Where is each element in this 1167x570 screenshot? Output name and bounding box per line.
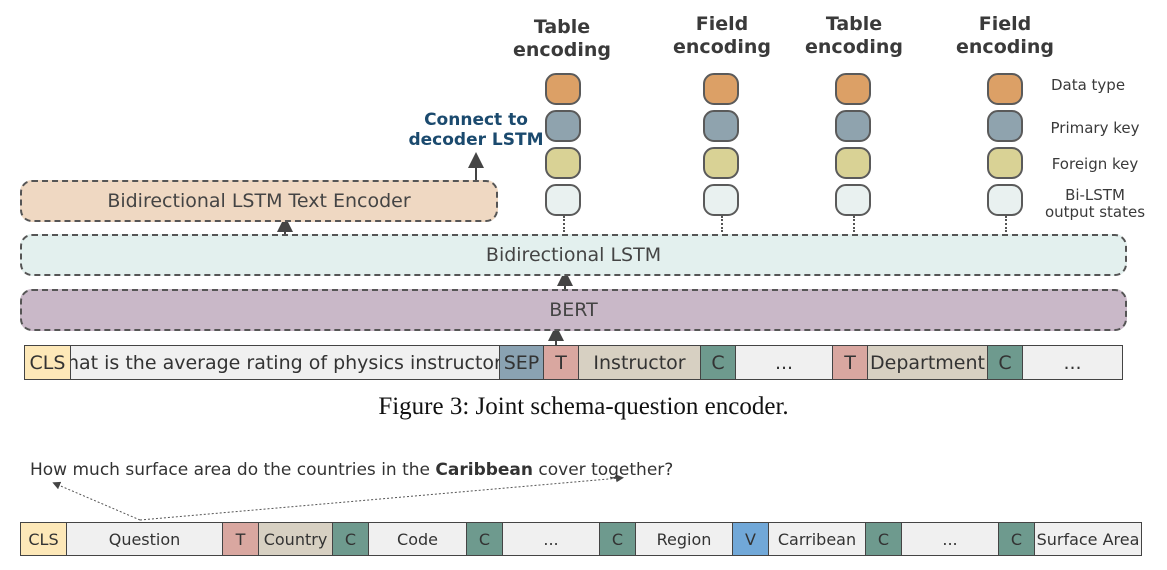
token-column-marker: C xyxy=(600,523,636,555)
legend-line: Bi-LSTM xyxy=(1065,186,1125,204)
connect-decoder-label: Connect to decoder LSTM xyxy=(408,110,544,150)
token-ellipsis: ... xyxy=(736,346,833,379)
connector-dots xyxy=(721,216,723,232)
token-value: Carribean xyxy=(769,523,866,555)
title-line: Field xyxy=(695,13,749,35)
bilstm-output-cell xyxy=(835,184,871,216)
token-column-name: Surface Area xyxy=(1035,523,1141,555)
column-title-field-2: Field encoding xyxy=(945,13,1065,59)
bilstm-layer: Bidirectional LSTM xyxy=(20,234,1127,276)
token-question: Question xyxy=(67,523,223,555)
token-value-marker: V xyxy=(733,523,769,555)
bert-layer: BERT xyxy=(20,289,1127,331)
token-column-marker: C xyxy=(988,346,1023,379)
token-column-marker: C xyxy=(701,346,736,379)
connect-line: decoder LSTM xyxy=(408,130,544,150)
title-line: encoding xyxy=(956,36,1054,58)
primary-key-cell xyxy=(987,110,1023,142)
question-text: cover together? xyxy=(533,460,674,480)
connector-dots xyxy=(563,216,565,232)
token-table-marker: T xyxy=(833,346,868,379)
token-column-marker: C xyxy=(333,523,369,555)
token-cls: CLS xyxy=(25,346,71,379)
token-cls: CLS xyxy=(21,523,67,555)
primary-key-cell xyxy=(703,110,739,142)
column-title-field-1: Field encoding xyxy=(662,13,782,59)
foreign-key-cell xyxy=(545,147,581,179)
token-ellipsis: ... xyxy=(1023,346,1122,379)
connect-line: Connect to xyxy=(424,110,528,130)
bilstm-output-cell xyxy=(703,184,739,216)
foreign-key-cell xyxy=(835,147,871,179)
token-column-name: Code xyxy=(369,523,467,555)
legend-bilstm-output: Bi-LSTM output states xyxy=(1040,187,1150,221)
question-highlight: Caribbean xyxy=(435,460,534,480)
foreign-key-cell xyxy=(987,147,1023,179)
title-line: Table xyxy=(825,13,883,35)
title-line: encoding xyxy=(805,36,903,58)
token-column-marker: C xyxy=(866,523,902,555)
data-type-cell xyxy=(835,73,871,105)
token-sep: SEP xyxy=(500,346,544,379)
question-text: How much surface area do the countries i… xyxy=(30,460,436,480)
token-table-marker: T xyxy=(223,523,259,555)
legend-primary-key: Primary key xyxy=(1050,119,1140,137)
input-token-row: CLS What is the average rating of physic… xyxy=(24,345,1123,380)
title-line: Table xyxy=(533,16,591,38)
legend-foreign-key: Foreign key xyxy=(1051,155,1139,173)
figure-caption: Figure 3: Joint schema-question encoder. xyxy=(378,393,789,420)
legend-data-type: Data type xyxy=(1050,76,1126,94)
title-line: Field xyxy=(978,13,1032,35)
token-column-name: Region xyxy=(636,523,733,555)
dotted-arrow-left xyxy=(52,481,141,521)
token-table-marker: T xyxy=(544,346,579,379)
token-column-marker: C xyxy=(467,523,503,555)
token-question: What is the average rating of physics in… xyxy=(71,346,500,379)
dotted-arrow-right xyxy=(139,474,624,521)
title-line: encoding xyxy=(673,36,771,58)
title-line: encoding xyxy=(513,39,611,61)
token-ellipsis: ... xyxy=(503,523,600,555)
token-table-name: Instructor xyxy=(579,346,701,379)
token-table-name: Department xyxy=(868,346,988,379)
primary-key-cell xyxy=(835,110,871,142)
bilstm-output-cell xyxy=(987,184,1023,216)
text-encoder-layer: Bidirectional LSTM Text Encoder xyxy=(20,180,498,222)
token-table-name: Country xyxy=(259,523,333,555)
legend-line: output states xyxy=(1044,203,1146,221)
foreign-key-cell xyxy=(703,147,739,179)
token-ellipsis: ... xyxy=(902,523,999,555)
serialized-token-row: CLS Question T Country C Code C ... C Re… xyxy=(20,522,1142,556)
data-type-cell xyxy=(545,73,581,105)
connector-dots xyxy=(1005,216,1007,232)
primary-key-cell xyxy=(545,110,581,142)
column-title-table-1: Table encoding xyxy=(502,16,622,62)
column-title-table-2: Table encoding xyxy=(794,13,914,59)
data-type-cell xyxy=(987,73,1023,105)
connector-dots xyxy=(853,216,855,232)
token-column-marker: C xyxy=(999,523,1035,555)
data-type-cell xyxy=(703,73,739,105)
bilstm-output-cell xyxy=(545,184,581,216)
example-question: How much surface area do the countries i… xyxy=(30,460,673,480)
